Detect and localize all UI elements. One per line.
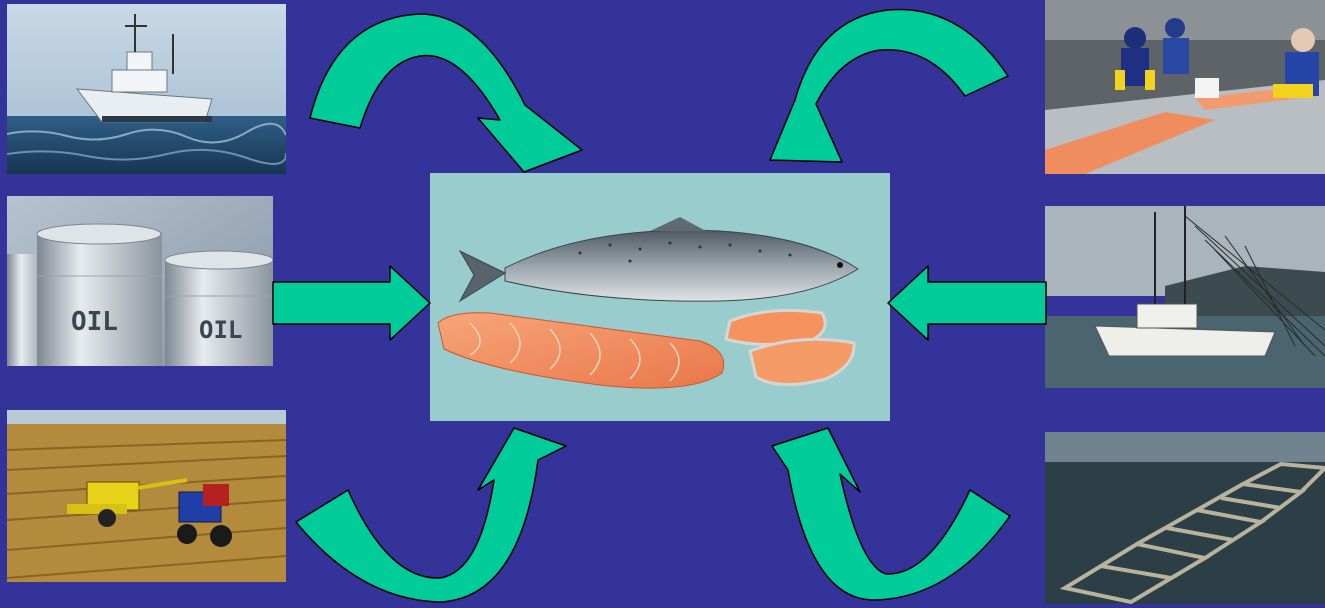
curved-arrow-top-left xyxy=(310,14,582,172)
ship-photo xyxy=(7,4,286,174)
harvest-photo xyxy=(7,410,286,582)
fish-farm-photo xyxy=(1045,432,1325,604)
salmon-center-image xyxy=(430,173,890,421)
trawler-photo xyxy=(1045,206,1325,388)
oil-label-2: OIL xyxy=(199,316,242,344)
oil-barrels-photo: OIL OIL xyxy=(7,196,273,366)
curved-arrow-top-right xyxy=(770,10,1008,162)
oil-label-1: OIL xyxy=(71,307,118,337)
arrow-left-to-center xyxy=(273,266,430,340)
processing-photo xyxy=(1045,0,1325,174)
arrow-right-to-center xyxy=(888,266,1046,340)
curved-arrow-bottom-left xyxy=(296,428,566,602)
curved-arrow-bottom-right xyxy=(772,428,1010,600)
